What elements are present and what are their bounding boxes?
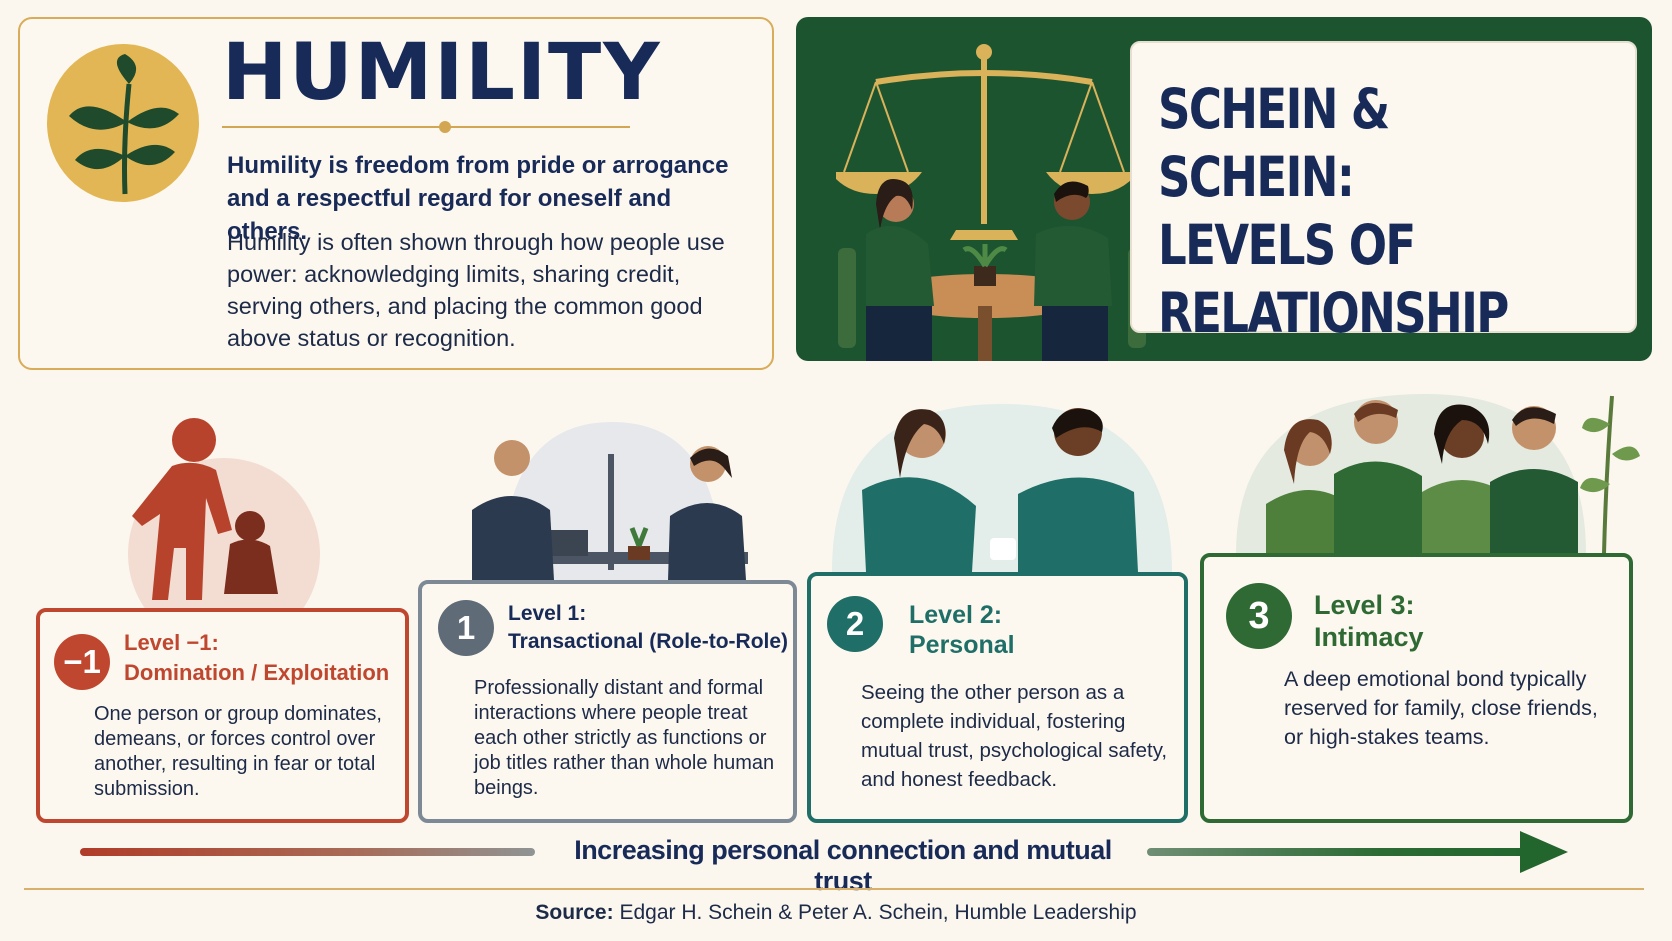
level-description: Professionally distant and formal intera… xyxy=(474,677,775,799)
source-citation: Source: Edgar H. Schein & Peter A. Schei… xyxy=(0,901,1672,925)
schein-title-line-1: SCHEIN & SCHEIN: xyxy=(1158,77,1390,209)
level-title: Level 3: Intimacy xyxy=(1314,589,1424,653)
level-description: Seeing the other person as a complete in… xyxy=(861,681,1168,791)
scales-conversation-illustration xyxy=(830,34,1156,366)
page-title: HUMILITY xyxy=(222,28,662,118)
level-title-line-2: Personal xyxy=(909,631,1015,659)
level-title: Level 1: Transactional (Role-to-Role) xyxy=(508,600,788,656)
level-badge: 3 xyxy=(1226,583,1292,649)
footer-divider xyxy=(24,888,1644,890)
level-card-2: 2 Level 2: Personal Seeing the other per… xyxy=(807,572,1188,823)
level-title-line-2: Intimacy xyxy=(1314,622,1424,652)
progress-label: Increasing personal connection and mutua… xyxy=(574,835,1112,896)
level-title-line-1: Level −1: xyxy=(124,630,219,655)
divider-dot xyxy=(439,121,451,133)
level-title-line-2: Transactional (Role-to-Role) xyxy=(508,630,789,653)
domination-illustration xyxy=(98,418,324,650)
title-divider xyxy=(222,126,630,128)
schein-title: SCHEIN & SCHEIN: LEVELS OF RELATIONSHIP xyxy=(1158,75,1543,347)
level-title-line-2: Domination / Exploitation xyxy=(124,660,390,685)
level-title-line-1: Level 3: xyxy=(1314,590,1415,620)
progress-arrow-shaft xyxy=(1147,848,1537,856)
level-title: Level 2: Personal xyxy=(909,600,1015,660)
intimacy-illustration xyxy=(1226,384,1646,555)
source-label: Source: xyxy=(535,901,614,924)
level-card-minus-1: −1 Level −1: Domination / Exploitation O… xyxy=(36,608,409,823)
level-title-line-1: Level 1: xyxy=(508,602,587,625)
transactional-illustration xyxy=(442,418,782,580)
level-title: Level −1: Domination / Exploitation xyxy=(124,628,389,688)
humility-body: Humility is often shown through how peop… xyxy=(227,229,725,351)
level-card-1: 1 Level 1: Transactional (Role-to-Role) … xyxy=(418,580,797,823)
level-badge: 1 xyxy=(438,600,494,656)
schein-title-line-2: LEVELS OF RELATIONSHIP xyxy=(1158,213,1509,345)
level-badge: −1 xyxy=(54,634,110,690)
level-description: One person or group dominates, demeans, … xyxy=(94,703,382,800)
level-card-3: 3 Level 3: Intimacy A deep emotional bon… xyxy=(1200,553,1633,823)
source-text: Edgar H. Schein & Peter A. Schein, Humbl… xyxy=(619,901,1137,924)
schein-title-box xyxy=(1130,41,1637,333)
humility-definition: Humility is freedom from pride or arroga… xyxy=(227,152,729,245)
progress-arrow-tail xyxy=(80,848,535,856)
level-badge: 2 xyxy=(827,596,883,652)
leaf-sprig-icon xyxy=(47,44,199,202)
arrow-right-icon xyxy=(1520,831,1568,873)
personal-illustration xyxy=(826,398,1178,572)
level-title-line-1: Level 2: xyxy=(909,601,1003,629)
level-description: A deep emotional bond typically reserved… xyxy=(1284,667,1598,749)
